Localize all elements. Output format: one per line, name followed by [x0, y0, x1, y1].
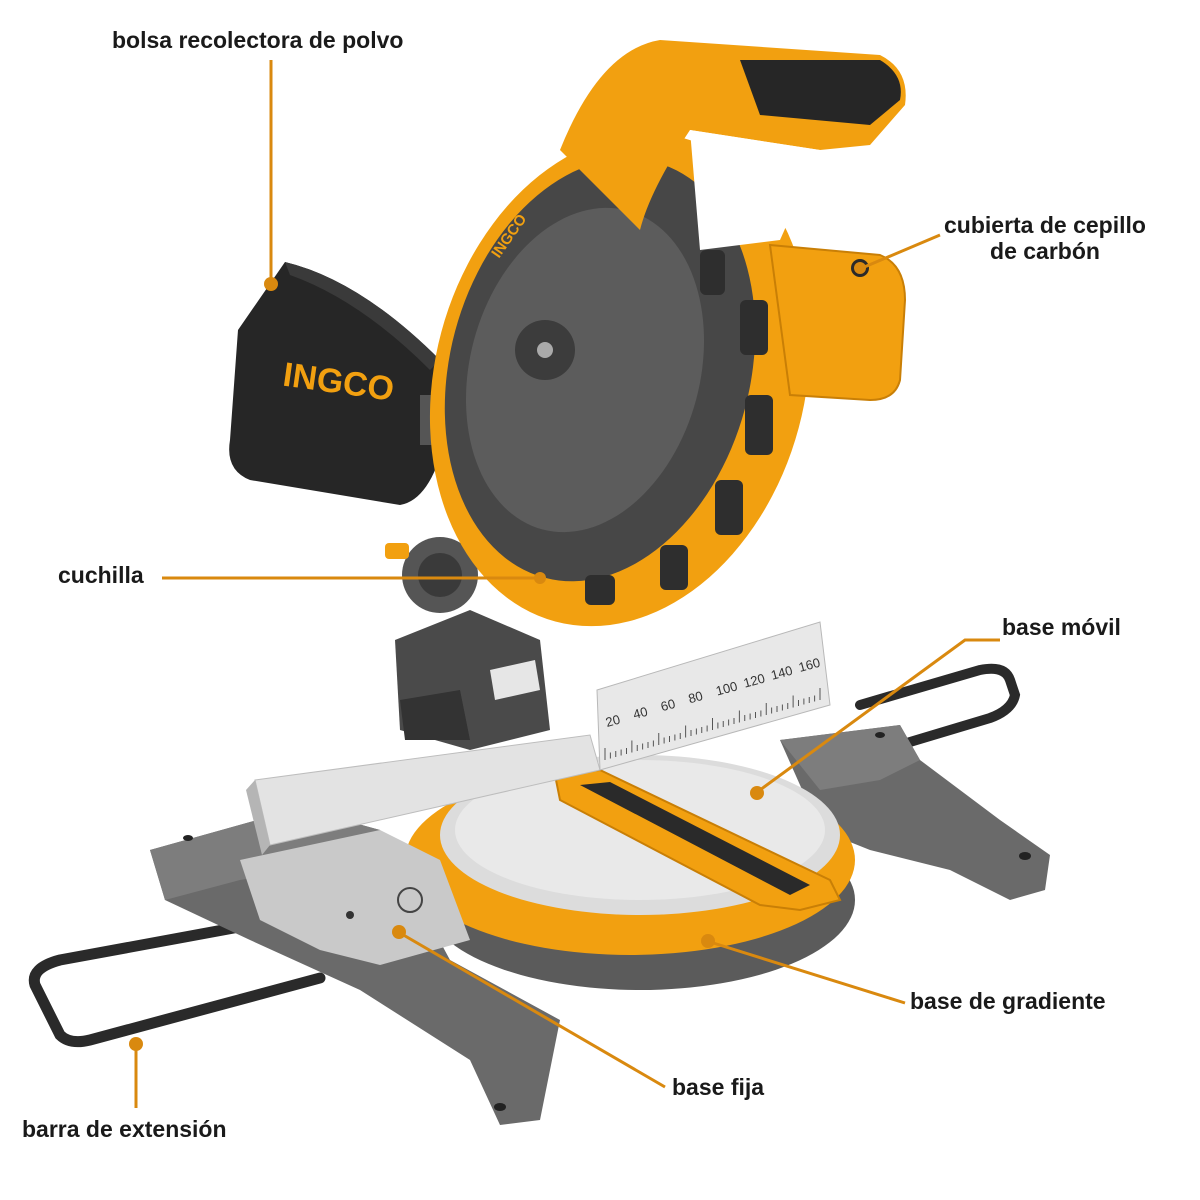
fence-scale-number: 100 — [714, 678, 739, 698]
label-brush-cover: cubierta de cepillo de carbón — [944, 212, 1146, 264]
motor-housing — [768, 243, 907, 402]
fence-scale-number: 40 — [631, 704, 649, 722]
leader-lines — [134, 60, 1000, 1108]
leader-movable-base — [759, 638, 1000, 792]
fixed-base-plate — [240, 830, 470, 965]
leader-fixed-base — [399, 931, 666, 1089]
fence-scale-number: 140 — [769, 663, 794, 683]
label-movable-base: base móvil — [1002, 614, 1121, 640]
handle — [560, 40, 906, 250]
left-extension-bar — [28, 919, 326, 1048]
dust-bag: INGCO — [229, 262, 460, 505]
label-fixed-base: base fija — [672, 1074, 765, 1100]
label-gradient-base: base de gradiente — [910, 988, 1106, 1014]
movable-base-arm — [553, 768, 842, 912]
label-extension-bar: barra de extensión — [22, 1116, 227, 1142]
label-dust-bag: bolsa recolectora de polvo — [112, 27, 404, 53]
right-extension-bar — [855, 663, 1021, 750]
label-blade: cuchilla — [58, 562, 144, 588]
fence-scale-number: 120 — [742, 671, 767, 691]
fence-scale-number: 20 — [604, 712, 622, 730]
leader-dots — [129, 262, 866, 1051]
pivot-column — [385, 537, 550, 750]
fence-scale-number: 80 — [687, 688, 705, 706]
fence-scale-number: 60 — [659, 696, 677, 714]
leader-gradient-base — [709, 940, 906, 1005]
fence-scale-number: 160 — [797, 655, 822, 675]
label-brush-cover-line1: cubierta de cepillo — [944, 212, 1146, 238]
blade-guard: INGCO — [429, 133, 811, 627]
leader-brush-cover — [861, 233, 941, 270]
label-brush-cover-line2: de carbón — [990, 238, 1100, 264]
